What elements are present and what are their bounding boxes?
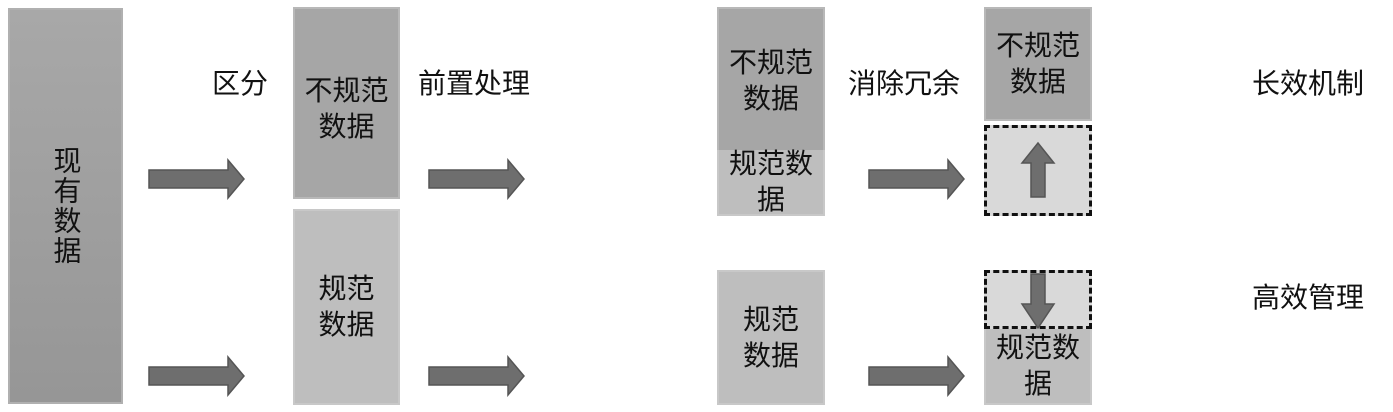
nonstandard-data-box-stage4: 不规范 数据: [984, 7, 1092, 121]
existing-data-box: 现有数据: [8, 8, 123, 404]
standard-data-part-box: 规范数据: [717, 147, 825, 216]
step-distinguish-label: 区分: [212, 67, 269, 100]
nonstandard-data-box: 不规范 数据: [293, 7, 400, 199]
step-remove-redundancy-label: 消除冗余: [848, 67, 961, 100]
removed-redundancy-placeholder: [984, 125, 1092, 216]
standard-data-label: 规范 数据: [318, 272, 375, 341]
nonstandard-data-box-stage3: 不规范 数据: [717, 7, 825, 152]
incoming-data-placeholder: [984, 270, 1092, 329]
standard-data-label: 规范 数据: [742, 302, 799, 372]
existing-data-label: 现有数据: [49, 146, 83, 266]
standard-data-label: 规范数据: [995, 331, 1080, 400]
standard-data-box-stage4: 规范数据: [984, 329, 1092, 405]
down-arrow-icon: [1020, 272, 1056, 329]
right-arrow-icon: [148, 355, 245, 397]
right-arrow-icon: [868, 355, 965, 397]
nonstandard-data-label: 不规范 数据: [728, 45, 813, 115]
standard-data-label: 规范数据: [728, 147, 813, 216]
right-arrow-icon: [428, 355, 525, 397]
up-arrow-icon: [1020, 141, 1056, 198]
standard-data-box: 规范 数据: [293, 209, 400, 405]
right-arrow-icon: [868, 158, 965, 200]
nonstandard-data-label: 不规范 数据: [304, 74, 389, 143]
right-arrow-icon: [428, 158, 525, 200]
step-efficient-management-label: 高效管理: [1252, 281, 1365, 314]
standard-data-box-stage3: 规范 数据: [717, 270, 825, 405]
step-preprocess-label: 前置处理: [418, 67, 531, 100]
nonstandard-data-label: 不规范 数据: [995, 29, 1080, 98]
right-arrow-icon: [148, 158, 245, 200]
step-long-term-mechanism-label: 长效机制: [1252, 67, 1365, 100]
